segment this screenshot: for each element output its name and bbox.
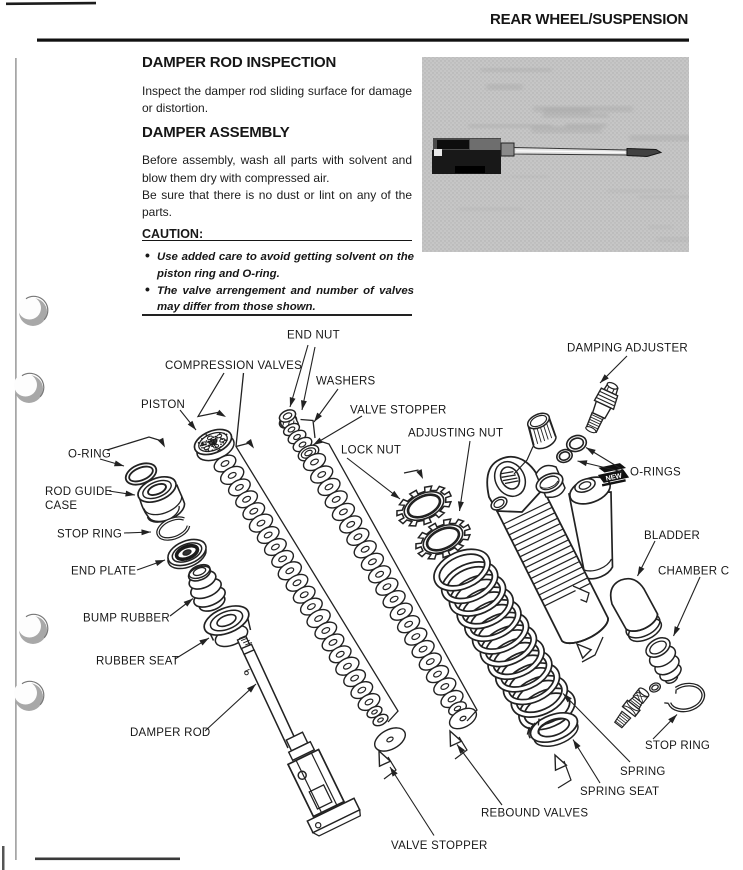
svg-text:STOP RING: STOP RING [57, 529, 122, 541]
svg-text:CHAMBER C: CHAMBER C [658, 566, 729, 578]
svg-text:RUBBER SEAT: RUBBER SEAT [96, 656, 179, 668]
svg-text:DAMPING ADJUSTER: DAMPING ADJUSTER [567, 343, 688, 355]
svg-text:COMPRESSION VALVES: COMPRESSION VALVES [165, 360, 302, 372]
svg-text:CASE: CASE [45, 500, 77, 512]
svg-text:VALVE STOPPER: VALVE STOPPER [391, 840, 488, 852]
svg-text:STOP RING: STOP RING [645, 740, 710, 752]
svg-text:WASHERS: WASHERS [316, 376, 376, 388]
svg-text:DAMPER ROD: DAMPER ROD [130, 727, 210, 739]
svg-text:SPRING: SPRING [620, 766, 666, 778]
svg-text:ROD GUIDE: ROD GUIDE [45, 486, 113, 498]
svg-text:ADJUSTING NUT: ADJUSTING NUT [408, 428, 503, 440]
svg-text:PISTON: PISTON [141, 399, 185, 411]
svg-text:BLADDER: BLADDER [644, 530, 700, 542]
svg-text:REBOUND VALVES: REBOUND VALVES [481, 808, 588, 820]
svg-text:LOCK NUT: LOCK NUT [341, 445, 401, 457]
svg-text:BUMP RUBBER: BUMP RUBBER [83, 613, 170, 625]
svg-text:O-RINGS: O-RINGS [630, 467, 681, 479]
svg-text:SPRING SEAT: SPRING SEAT [580, 786, 659, 798]
svg-text:VALVE STOPPER: VALVE STOPPER [350, 405, 447, 417]
svg-text:O-RING: O-RING [68, 449, 111, 461]
svg-text:END PLATE: END PLATE [71, 566, 136, 578]
svg-text:END NUT: END NUT [287, 330, 340, 342]
svg-text:NEW: NEW [605, 472, 623, 482]
